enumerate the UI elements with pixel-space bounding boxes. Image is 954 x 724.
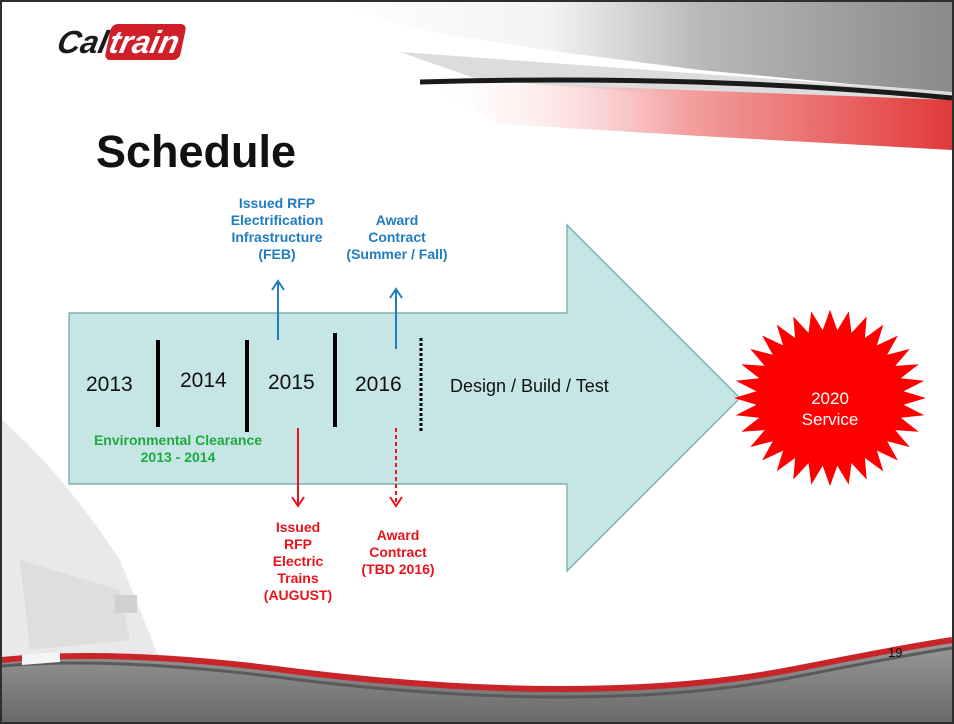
- caltrain-logo: Caltrain: [53, 20, 187, 64]
- service-label: 2020 Service: [801, 389, 859, 429]
- milestone-environmental-clearance: Environmental Clearance 2013 - 2014: [93, 432, 263, 465]
- arrow-award-trains: [389, 428, 403, 508]
- arrow-award-infrastructure: [389, 287, 403, 349]
- milestone-rfp-infrastructure: Issued RFP Electrification Infrastructur…: [230, 195, 324, 262]
- year-2014: 2014: [180, 369, 227, 392]
- year-2016: 2016: [355, 373, 402, 396]
- arrow-rfp-trains: [291, 428, 305, 508]
- service-starburst: [734, 309, 926, 487]
- timeline-arrow: [68, 223, 741, 573]
- arrow-rfp-infrastructure: [271, 279, 285, 340]
- design-build-test: Design / Build / Test: [450, 376, 609, 396]
- milestone-award-trains: Award Contract (TBD 2016): [361, 527, 435, 577]
- page-number: 19: [888, 645, 903, 660]
- milestone-rfp-trains: Issued RFP Electric Trains (AUGUST): [263, 519, 333, 603]
- milestone-award-infrastructure: Award Contract (Summer / Fall): [346, 212, 448, 262]
- year-2013: 2013: [86, 373, 133, 396]
- year-2015: 2015: [268, 371, 315, 394]
- page-title: Schedule: [96, 126, 297, 177]
